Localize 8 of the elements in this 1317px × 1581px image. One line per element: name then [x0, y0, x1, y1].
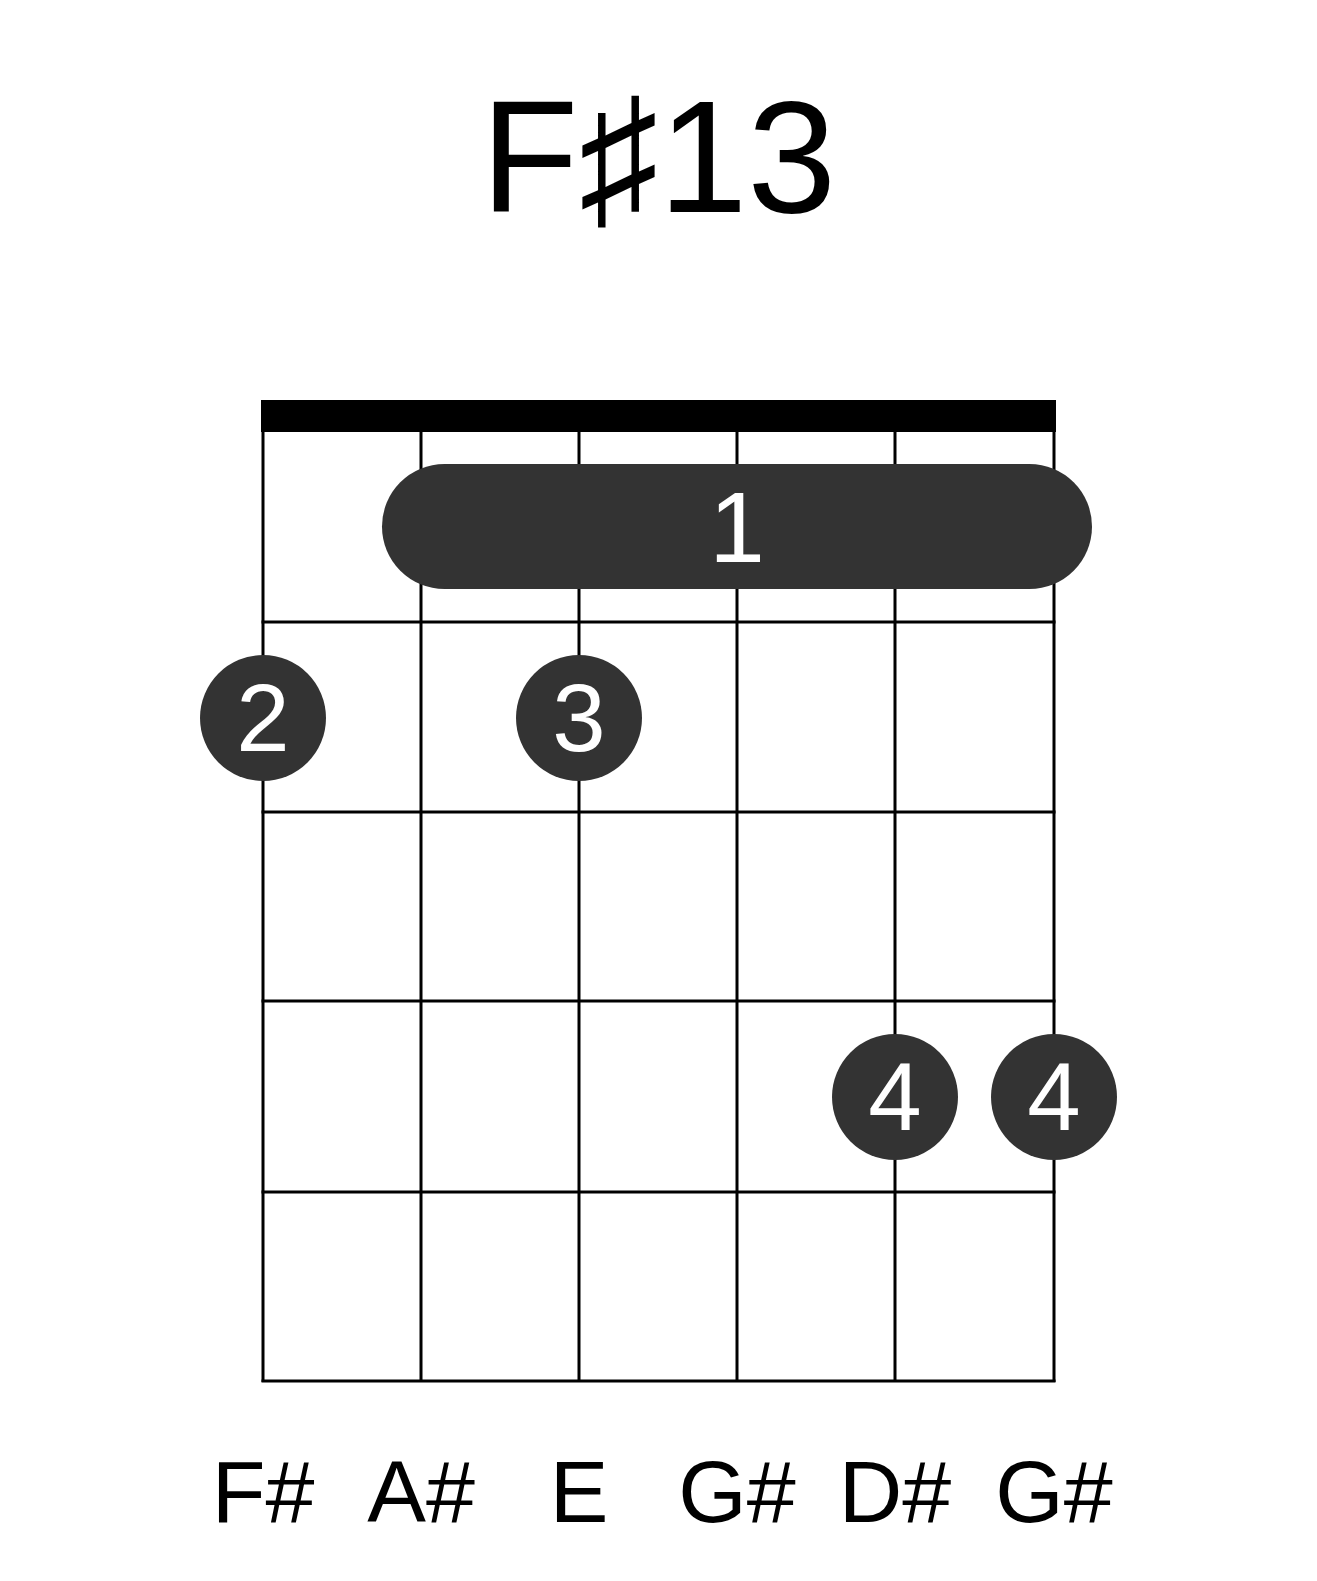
chord-title: F♯13 [480, 67, 837, 246]
note-label: D# [838, 1448, 952, 1536]
note-label: F# [211, 1448, 315, 1536]
note-label: A# [367, 1448, 475, 1536]
note-label: G# [678, 1448, 796, 1536]
note-label: G# [995, 1448, 1113, 1536]
barre-marker: 1 [382, 464, 1092, 589]
note-label: E [549, 1448, 609, 1536]
